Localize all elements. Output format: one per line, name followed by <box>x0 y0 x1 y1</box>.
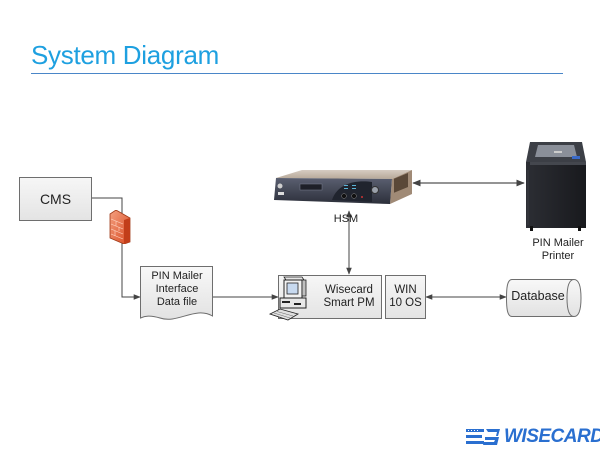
datafile-label: PIN Mailer Interface Data file <box>140 270 214 309</box>
cms-node: CMS <box>19 177 92 221</box>
datafile-line2: Interface <box>155 283 199 295</box>
printer-icon <box>526 142 586 231</box>
hsm-label: HSM <box>333 213 359 225</box>
os-line1: WIN <box>394 284 417 296</box>
title-divider <box>31 73 563 74</box>
firewall-icon <box>109 210 131 244</box>
smart-pm-line1: Wisecard <box>325 284 373 296</box>
os-label: WIN 10 OS <box>385 284 426 310</box>
printer-line2: Printer <box>541 250 575 262</box>
computer-icon <box>268 276 307 321</box>
smart-pm-line2: Smart PM <box>323 297 375 309</box>
datafile-line1: PIN Mailer <box>151 270 203 282</box>
database-shape <box>506 279 582 317</box>
datafile-line3: Data file <box>156 296 198 308</box>
os-line2: 10 OS <box>389 297 422 309</box>
printer-line1: PIN Mailer <box>532 237 584 249</box>
datafile-shape <box>140 266 213 320</box>
smart-pm-label: Wisecard Smart PM <box>318 284 380 310</box>
os-node <box>385 275 426 319</box>
connector-cms-datafile <box>91 197 141 300</box>
hsm-device-icon <box>274 170 412 204</box>
cms-label: CMS <box>39 191 72 207</box>
wisecard-logo: WISECARD <box>466 426 600 448</box>
wisecard-logo-text: WISECARD <box>504 426 600 447</box>
page-title: System Diagram <box>31 40 219 70</box>
database-label: Database <box>511 289 565 303</box>
printer-label: PIN Mailer Printer <box>523 237 593 263</box>
wisecard-logo-icon <box>466 429 500 445</box>
